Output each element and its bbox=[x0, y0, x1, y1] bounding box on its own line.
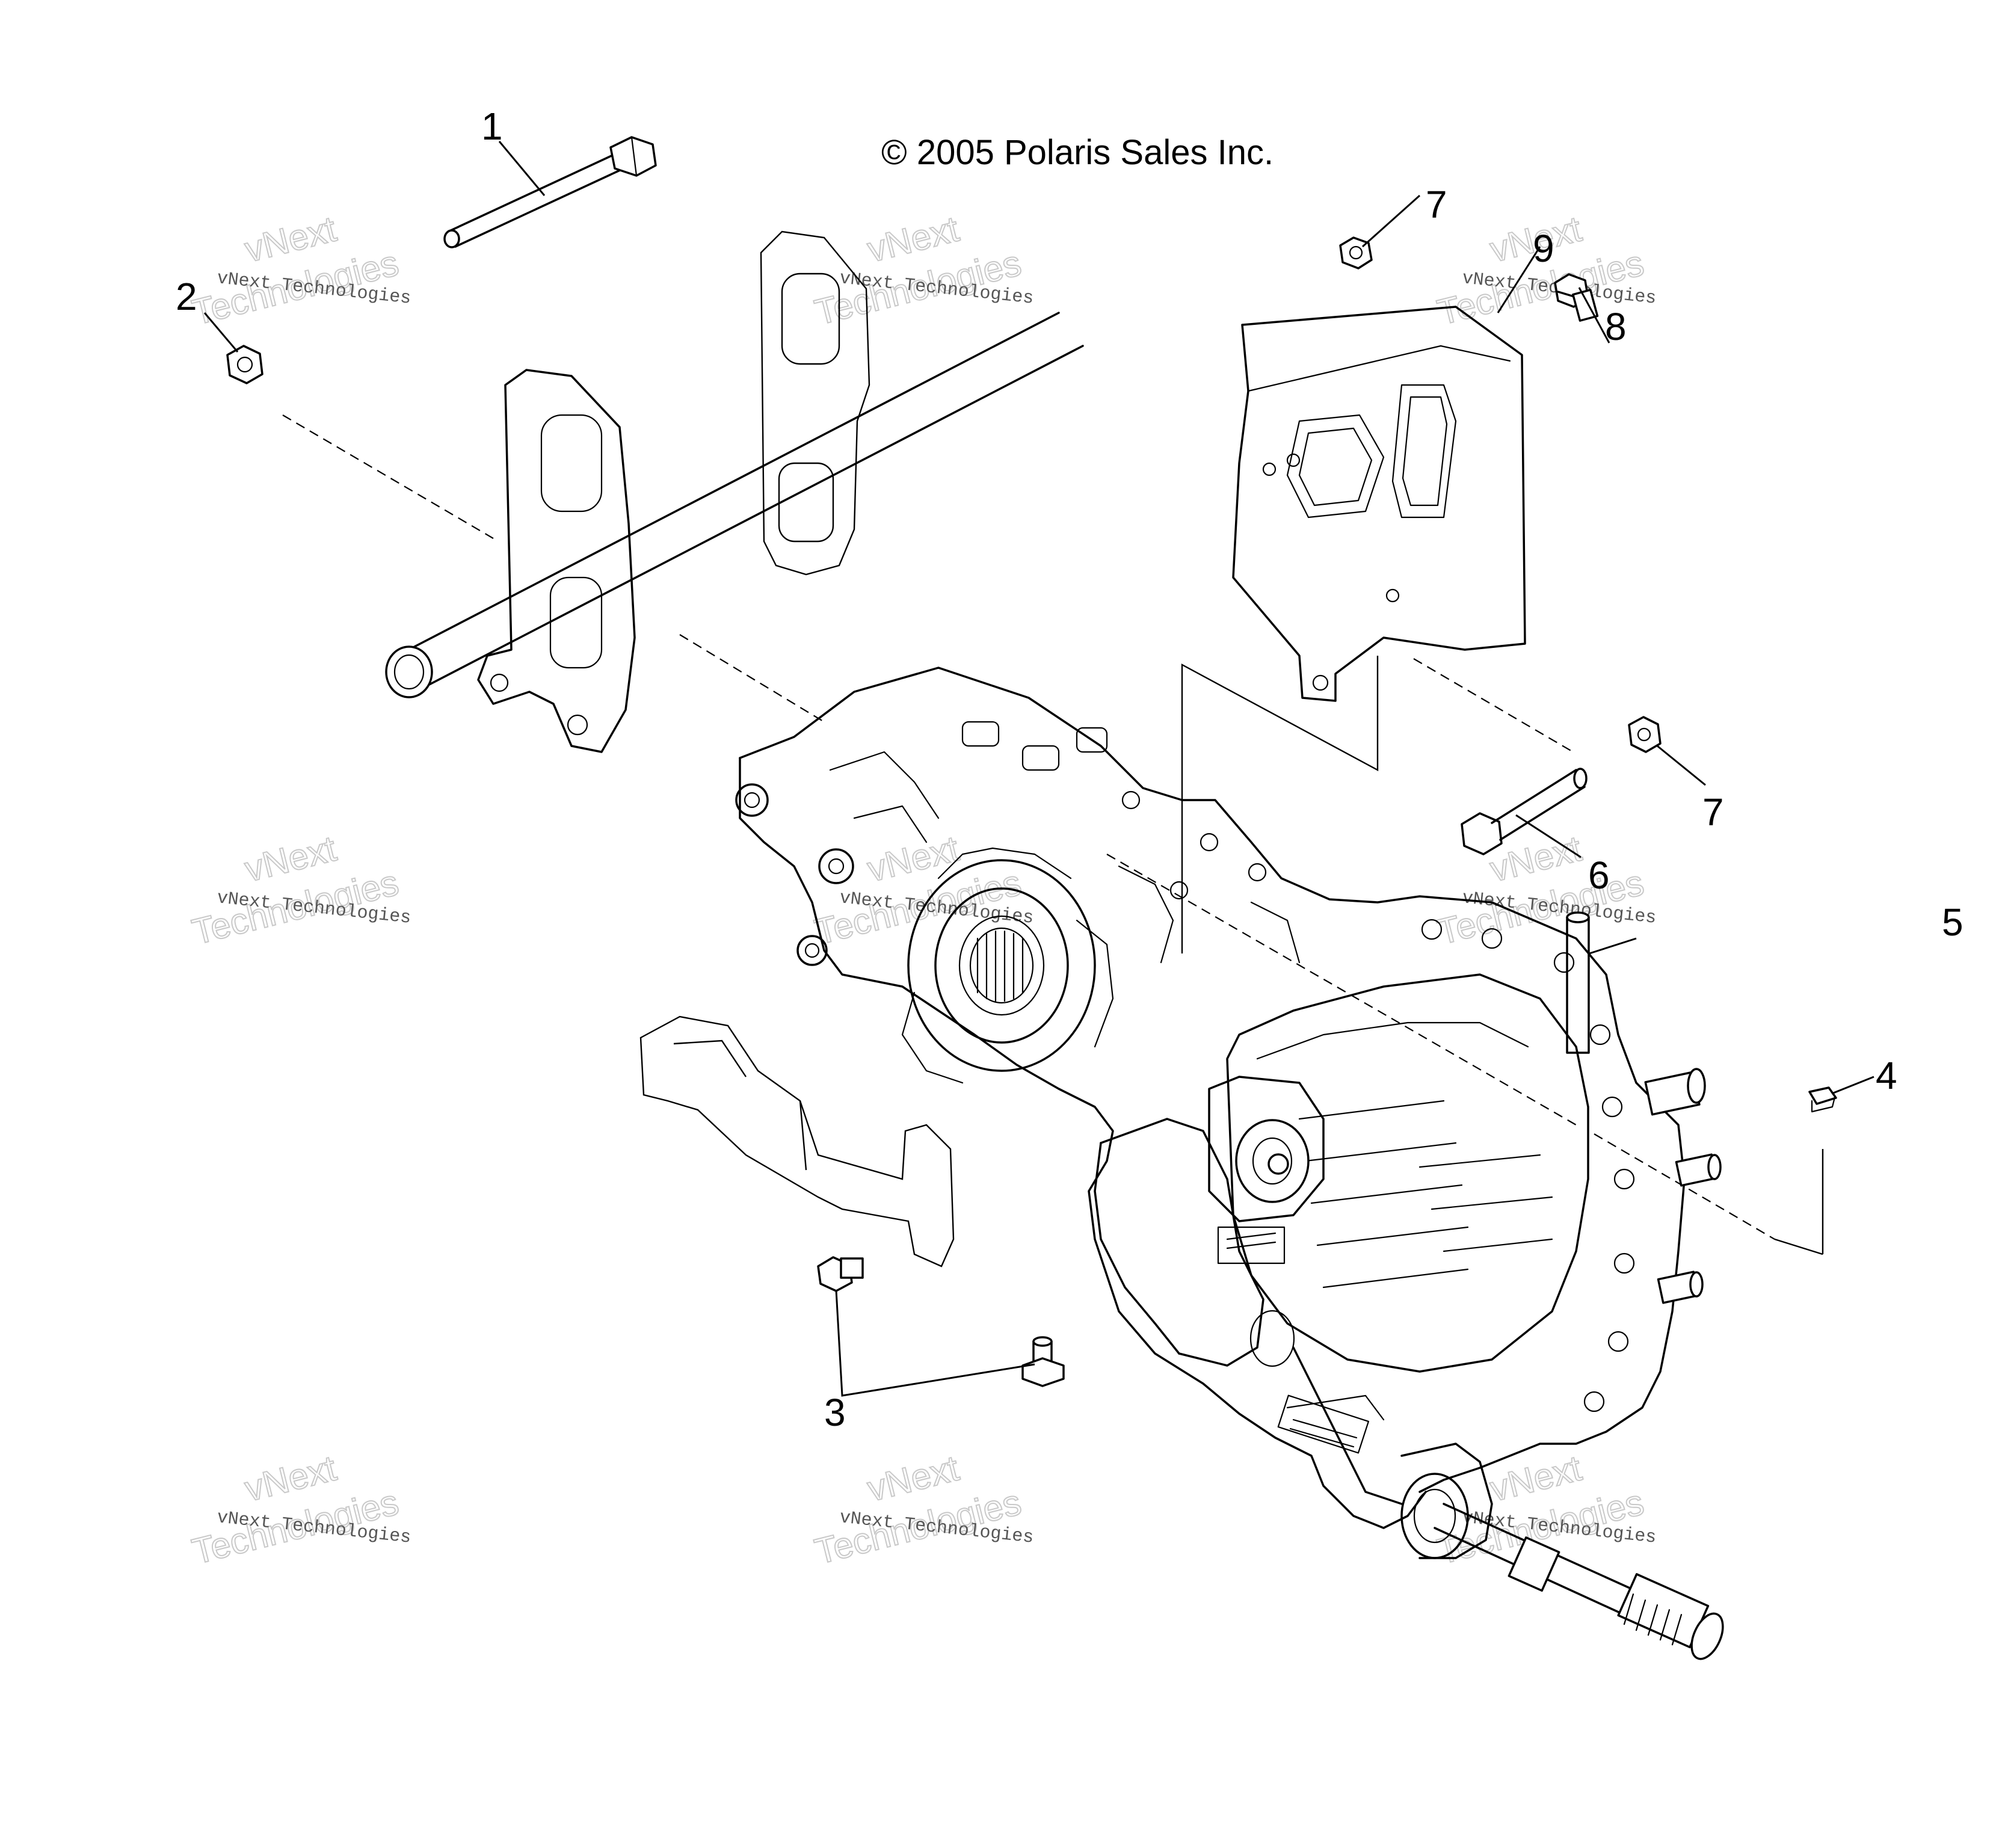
watermark: vNext Technologies vNext Technologies bbox=[810, 827, 1035, 952]
callout-8: 8 bbox=[1605, 305, 1627, 348]
callout-6: 6 bbox=[1588, 854, 1610, 897]
transmission-housing bbox=[735, 667, 1724, 1660]
leader-7a bbox=[1361, 194, 1421, 248]
leader-5 bbox=[1589, 937, 1637, 955]
callout-9: 9 bbox=[1533, 227, 1554, 270]
leader-6 bbox=[1515, 814, 1582, 858]
callouts: 1 2 3 4 5 6 7 7 8 9 bbox=[176, 105, 1964, 1434]
bolt-3b bbox=[1021, 1336, 1065, 1387]
centerlines bbox=[282, 414, 1824, 1255]
callout-7-top: 7 bbox=[1426, 183, 1447, 226]
centerline-nut-2 bbox=[282, 414, 494, 539]
leader-lines bbox=[203, 141, 1874, 1397]
leader-9 bbox=[1497, 246, 1541, 313]
centerline-nut-7b bbox=[1413, 658, 1574, 753]
watermark: vNext Technologies vNext Technologies bbox=[810, 1447, 1035, 1572]
copyright-text: © 2005 Polaris Sales Inc. bbox=[881, 133, 1274, 172]
centerline-housing-diagonal bbox=[1106, 854, 1577, 1126]
callout-1: 1 bbox=[481, 105, 503, 148]
centerline-axle-end bbox=[1594, 1133, 1775, 1240]
watermark-layer: vNext Technologies vNext Technologies vN… bbox=[188, 208, 1657, 1572]
watermark: vNext Technologies vNext Technologies bbox=[810, 208, 1035, 333]
leader-1 bbox=[498, 141, 546, 196]
watermark: vNext Technologies vNext Technologies bbox=[188, 1447, 412, 1572]
nut-7b bbox=[1628, 716, 1662, 753]
centerline-bracket-to-housing bbox=[679, 634, 825, 722]
clip-4 bbox=[1808, 1086, 1837, 1113]
leader-3 bbox=[835, 1290, 1035, 1397]
callout-2: 2 bbox=[176, 275, 197, 318]
phantom-line-9 bbox=[1181, 656, 1379, 953]
mount-bracket-assembly bbox=[385, 230, 1084, 753]
callout-3: 3 bbox=[824, 1391, 846, 1434]
watermark: vNext Technologies vNext Technologies bbox=[188, 208, 412, 333]
callout-4: 4 bbox=[1876, 1054, 1897, 1097]
leader-8 bbox=[1578, 287, 1610, 343]
watermark: vNext Technologies vNext Technologies bbox=[188, 827, 412, 952]
output-shaft-splines bbox=[1623, 1593, 1683, 1646]
nut-2 bbox=[226, 345, 263, 384]
leader-4 bbox=[1831, 1076, 1874, 1095]
callout-7-right: 7 bbox=[1702, 790, 1724, 834]
callout-5: 5 bbox=[1942, 901, 1964, 944]
bracket-plate-9 bbox=[1232, 306, 1526, 702]
pin-5 bbox=[1566, 911, 1590, 1054]
phantom-line-4b bbox=[1774, 1238, 1823, 1255]
skid-bracket bbox=[639, 1015, 955, 1267]
bolt-1 bbox=[443, 136, 657, 248]
leader-7b bbox=[1657, 745, 1706, 786]
leader-2 bbox=[203, 312, 239, 353]
bolt-3a bbox=[817, 1256, 864, 1292]
bolt-6 bbox=[1461, 768, 1588, 855]
spline-lines bbox=[976, 930, 1024, 1002]
